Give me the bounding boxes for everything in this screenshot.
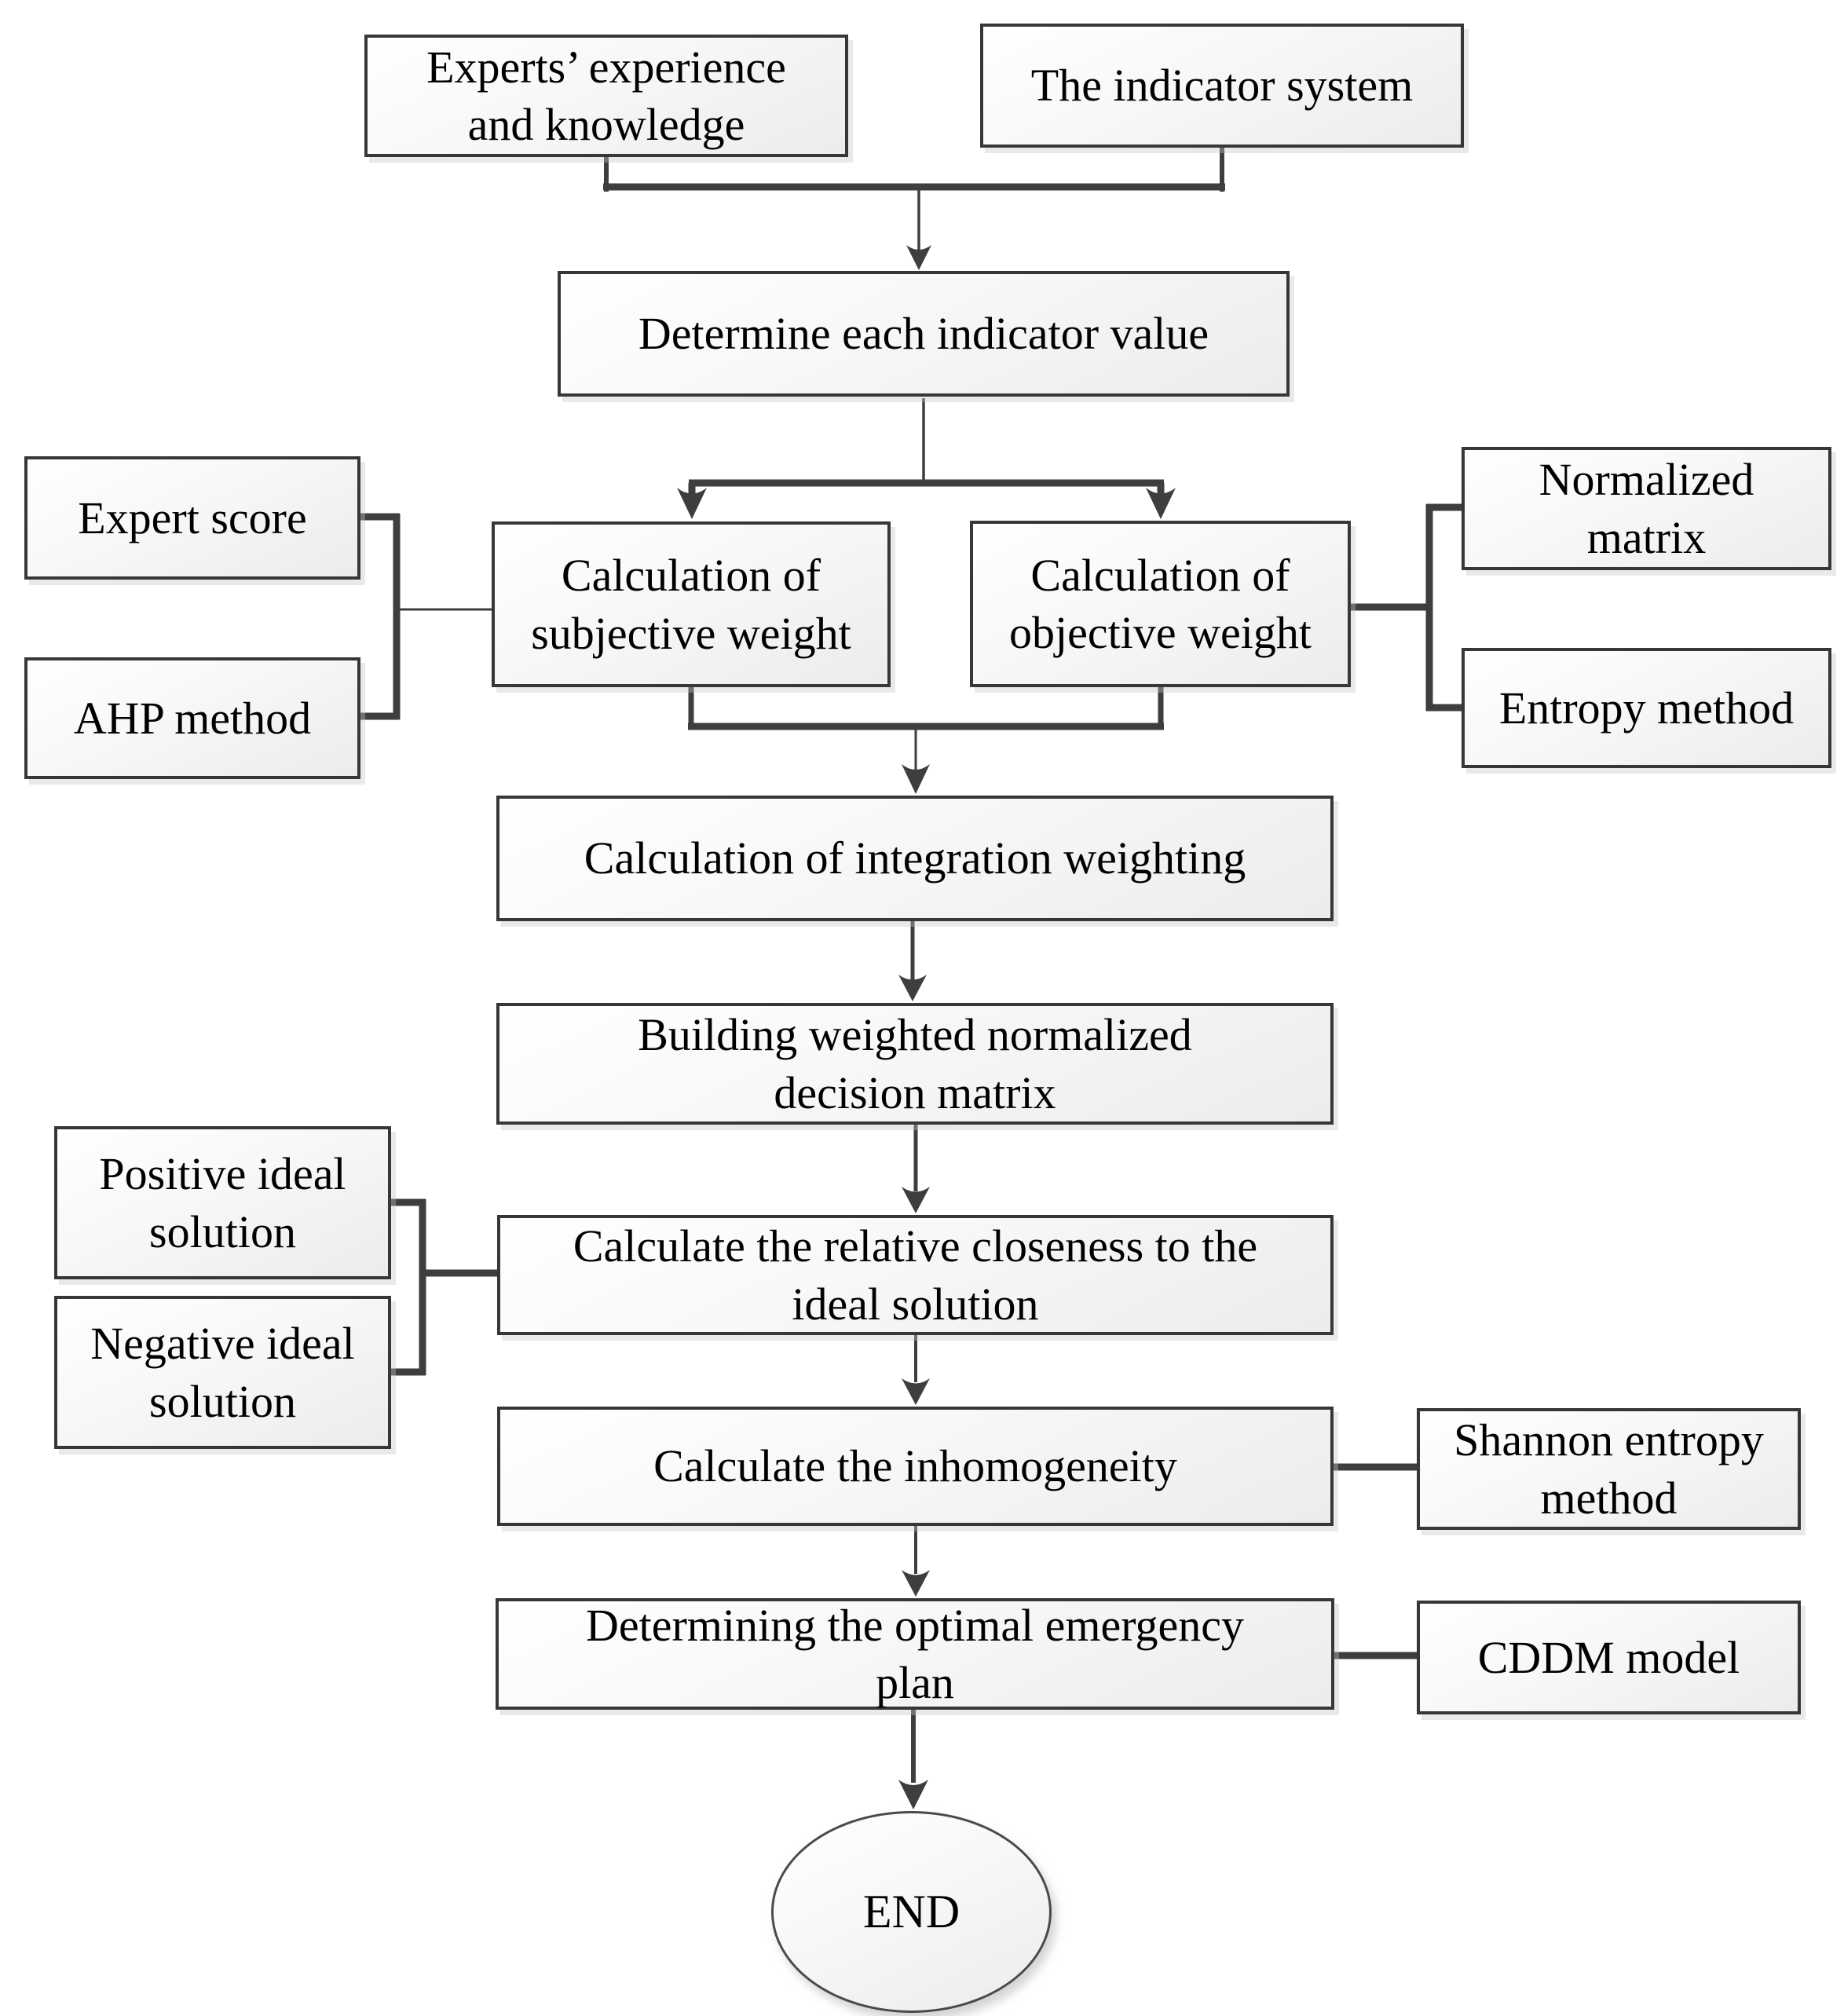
arrowhead-into-integration [902,764,930,794]
node-end: END [771,1811,1052,2013]
node-determine-indicator-value: Determine each indicator value [558,271,1290,397]
node-expert-score: Expert score [24,456,360,580]
arrowhead-into-inhomogeneity [902,1378,930,1405]
node-subjective-weight: Calculation of subjective weight [492,521,891,687]
node-indicator-system: The indicator system [980,24,1464,148]
node-positive-ideal: Positive ideal solution [54,1126,391,1279]
arrowhead-into-objective [1146,488,1176,519]
node-weighted-matrix: Building weighted normalized decision ma… [496,1003,1334,1125]
node-ahp-method: AHP method [24,657,360,779]
arrowhead-into-relative-closeness [902,1187,930,1213]
node-objective-weight: Calculation of objective weight [970,521,1351,687]
arrowhead-into-end [898,1780,928,1809]
arrowhead-into-optimal-plan [902,1570,930,1597]
node-optimal-plan: Determining the optimal emergency plan [496,1598,1334,1710]
arrowhead-into-weighted-matrix [898,975,927,1001]
node-normalized-matrix: Normalized matrix [1462,447,1831,570]
node-integration-weighting: Calculation of integration weighting [496,796,1334,921]
node-cddm-model: CDDM model [1417,1601,1801,1714]
node-shannon-entropy: Shannon entropy method [1417,1408,1801,1530]
node-entropy-method: Entropy method [1462,648,1831,768]
arrowhead-into-subjective [677,488,707,519]
node-inhomogeneity: Calculate the inhomogeneity [497,1407,1334,1526]
node-relative-closeness: Calculate the relative closeness to the … [497,1215,1334,1335]
arrowhead-into-determine [906,245,931,270]
node-negative-ideal: Negative ideal solution [54,1296,391,1449]
node-experts-experience: Experts’ experience and knowledge [364,35,848,157]
